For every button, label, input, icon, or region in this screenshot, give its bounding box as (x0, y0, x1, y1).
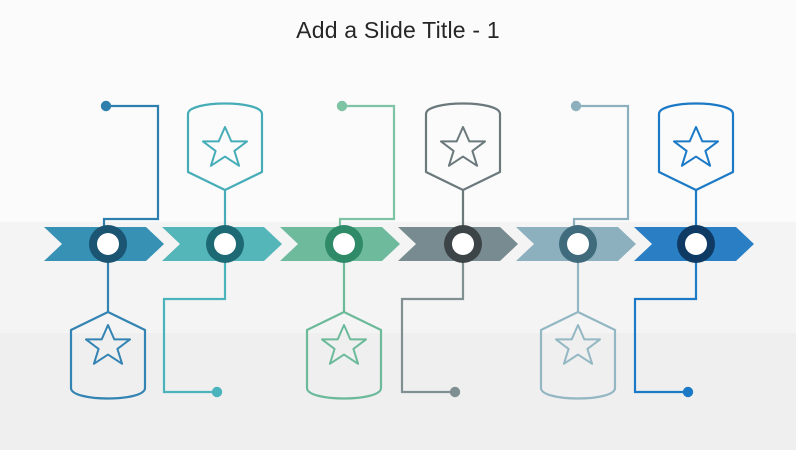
connector-step-4 (400, 190, 465, 398)
hub-core-step-6 (685, 233, 707, 255)
hub-core-step-4 (452, 233, 474, 255)
hub-step-6[interactable] (677, 225, 715, 263)
star-icon (321, 324, 367, 365)
badge-shield-shape-step-2 (186, 102, 264, 192)
badge-step-5[interactable] (539, 310, 617, 400)
connector-bracket-step-4 (400, 250, 465, 394)
badge-step-3[interactable] (305, 310, 383, 400)
star-icon (440, 126, 486, 167)
connector-step-5 (570, 100, 630, 312)
connector-bracket-step-5 (572, 104, 630, 238)
hub-core-step-3 (333, 233, 355, 255)
hub-core-step-5 (567, 233, 589, 255)
badge-step-4[interactable] (424, 102, 502, 192)
hub-step-5[interactable] (559, 225, 597, 263)
badge-shield-shape-step-4 (424, 102, 502, 192)
star-icon (555, 324, 601, 365)
connector-step-1 (100, 100, 160, 312)
connector-step-3 (336, 100, 396, 312)
hub-core-step-1 (97, 233, 119, 255)
badge-step-1[interactable] (69, 310, 147, 400)
slide-title: Add a Slide Title - 1 (296, 17, 500, 43)
star-icon (673, 126, 719, 167)
connector-bracket-step-1 (102, 104, 160, 238)
hub-step-3[interactable] (325, 225, 363, 263)
chevron-layer (44, 227, 754, 261)
badge-step-2[interactable] (186, 102, 264, 192)
badge-shield-shape-step-6 (657, 102, 735, 192)
background-band-top (0, 0, 796, 222)
hub-layer (89, 225, 715, 263)
hub-step-4[interactable] (444, 225, 482, 263)
connector-bracket-step-6 (633, 250, 698, 394)
connector-endpoint-dot-step-4 (449, 386, 461, 398)
connector-endpoint-dot-step-5 (570, 100, 582, 112)
connector-endpoint-dot-step-3 (336, 100, 348, 112)
badge-step-6[interactable] (657, 102, 735, 192)
connector-bracket-step-3 (338, 104, 396, 238)
connector-endpoint-dot-step-6 (682, 386, 694, 398)
connector-endpoint-dot-step-2 (211, 386, 223, 398)
connector-step-6 (633, 190, 698, 398)
connector-bracket-step-2 (162, 250, 227, 394)
connector-endpoint-dot-step-1 (100, 100, 112, 112)
connector-step-2 (162, 190, 227, 398)
hub-step-2[interactable] (206, 225, 244, 263)
hub-core-step-2 (214, 233, 236, 255)
star-icon (85, 324, 131, 365)
star-icon (202, 126, 248, 167)
hub-step-1[interactable] (89, 225, 127, 263)
